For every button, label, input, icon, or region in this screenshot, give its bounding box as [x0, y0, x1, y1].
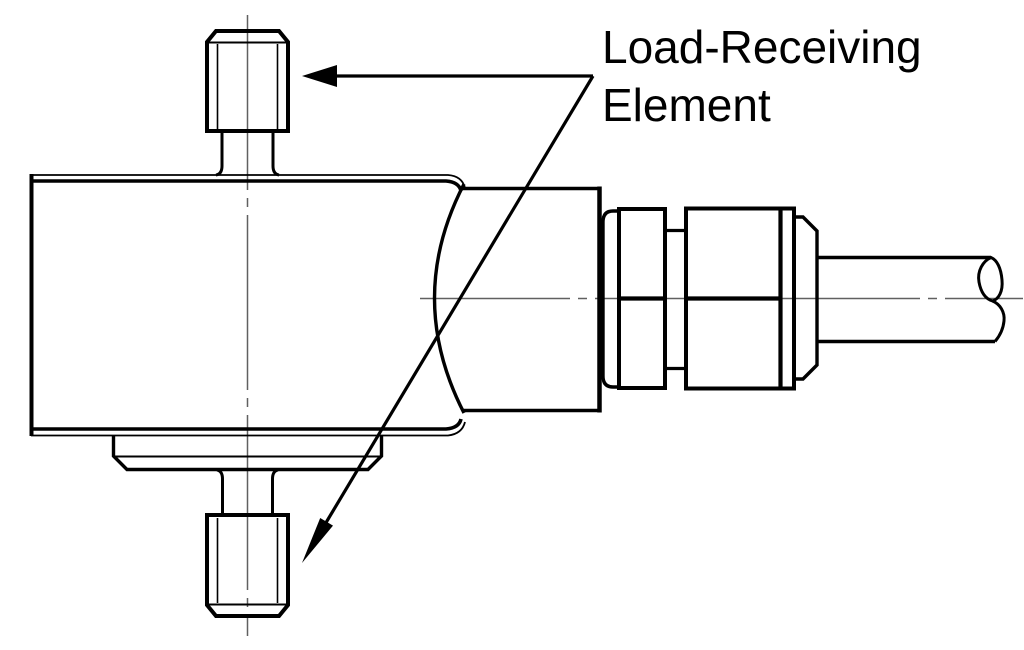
bottom-threaded-stud: [205, 468, 290, 618]
cable-with-break-symbol: [817, 255, 1006, 344]
body-tangent-arc: [432, 183, 466, 414]
body-bottom-edge-inner: [31, 418, 463, 431]
connector-collar: [601, 209, 618, 389]
cable-break-leaf: [977, 255, 1004, 303]
leader-arrowhead-bottom: [302, 518, 333, 563]
body-bottom-edge-outer: [31, 421, 466, 437]
transducer-body: [29, 174, 602, 437]
leader-line-diagonal: [322, 75, 595, 527]
bottom-stud-neck-left: [216, 468, 224, 515]
top-stud-outline: [205, 29, 290, 133]
mounting-flange: [111, 436, 384, 472]
label-line-2: Element: [602, 79, 771, 131]
label-leaders: [302, 65, 595, 563]
top-stud-neck-right: [271, 131, 280, 177]
bottom-stud-outline: [205, 513, 290, 618]
cable-gland-connector: [601, 206, 819, 391]
bottom-stud-neck-right: [271, 468, 279, 515]
top-threaded-stud: [205, 29, 290, 177]
cable-break-tail: [991, 299, 1006, 343]
leader-arrowhead-top: [302, 65, 337, 87]
top-stud-neck-left: [215, 131, 224, 177]
load-receiving-element-label: Load-Receiving Element: [602, 18, 922, 134]
body-top-edge-inner: [31, 179, 463, 192]
connector-end-cap: [794, 215, 819, 381]
label-line-1: Load-Receiving: [602, 21, 922, 73]
flange-outline: [111, 436, 384, 472]
